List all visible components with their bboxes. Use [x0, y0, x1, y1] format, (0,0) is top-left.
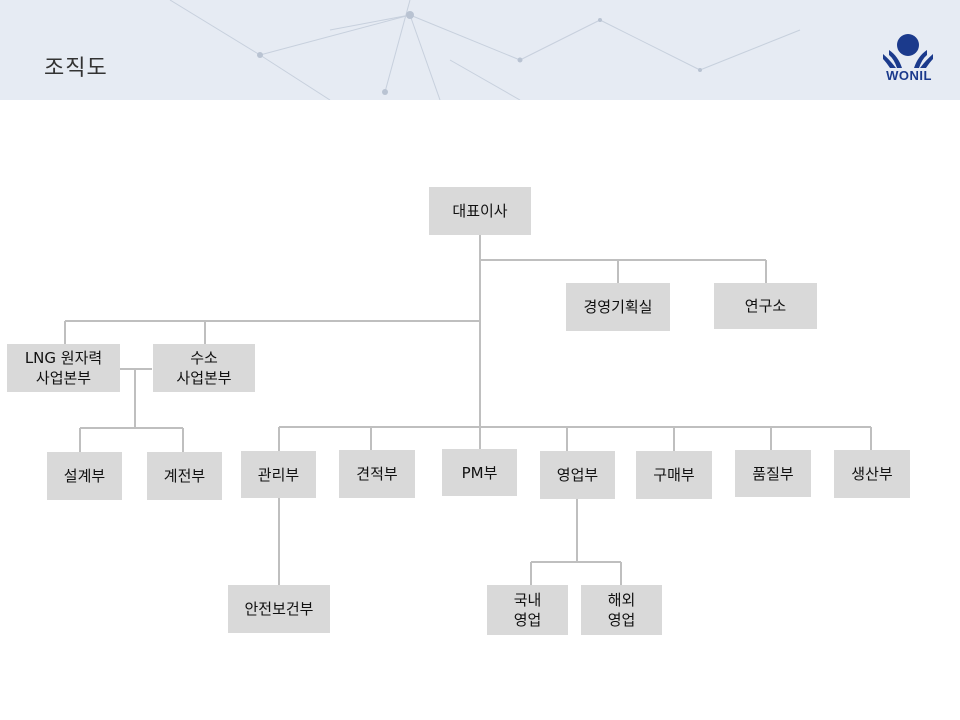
page-title: 조직도	[44, 56, 108, 81]
production-dept-box: 생산부	[834, 450, 910, 498]
design-dept-box: 설계부	[47, 452, 122, 500]
purchasing-dept-box: 구매부	[636, 451, 712, 499]
page-header: 조직도 WONIL	[0, 0, 960, 100]
lng-division-box: LNG 원자력 사업본부	[7, 344, 120, 392]
quality-dept-box: 품질부	[735, 450, 811, 497]
safety-dept-box: 안전보건부	[228, 585, 330, 633]
company-logo: WONIL	[880, 32, 940, 88]
overseas-sales-box: 해외 영업	[581, 585, 662, 635]
admin-dept-box: 관리부	[241, 451, 316, 498]
mgmt-planning-box: 경영기획실	[566, 283, 670, 331]
logo-text: WONIL	[886, 68, 932, 83]
network-background-graphic	[169, 0, 801, 100]
hydrogen-division-box: 수소 사업본부	[153, 344, 255, 392]
ceo-box: 대표이사	[429, 187, 531, 235]
domestic-sales-box: 국내 영업	[487, 585, 568, 635]
logo-mark-icon	[883, 34, 933, 68]
pm-dept-box: PM부	[442, 449, 517, 496]
sales-dept-box: 영업부	[540, 451, 615, 499]
research-box: 연구소	[714, 283, 817, 329]
estimation-dept-box: 견적부	[339, 450, 415, 498]
instrument-dept-box: 계전부	[147, 452, 222, 500]
